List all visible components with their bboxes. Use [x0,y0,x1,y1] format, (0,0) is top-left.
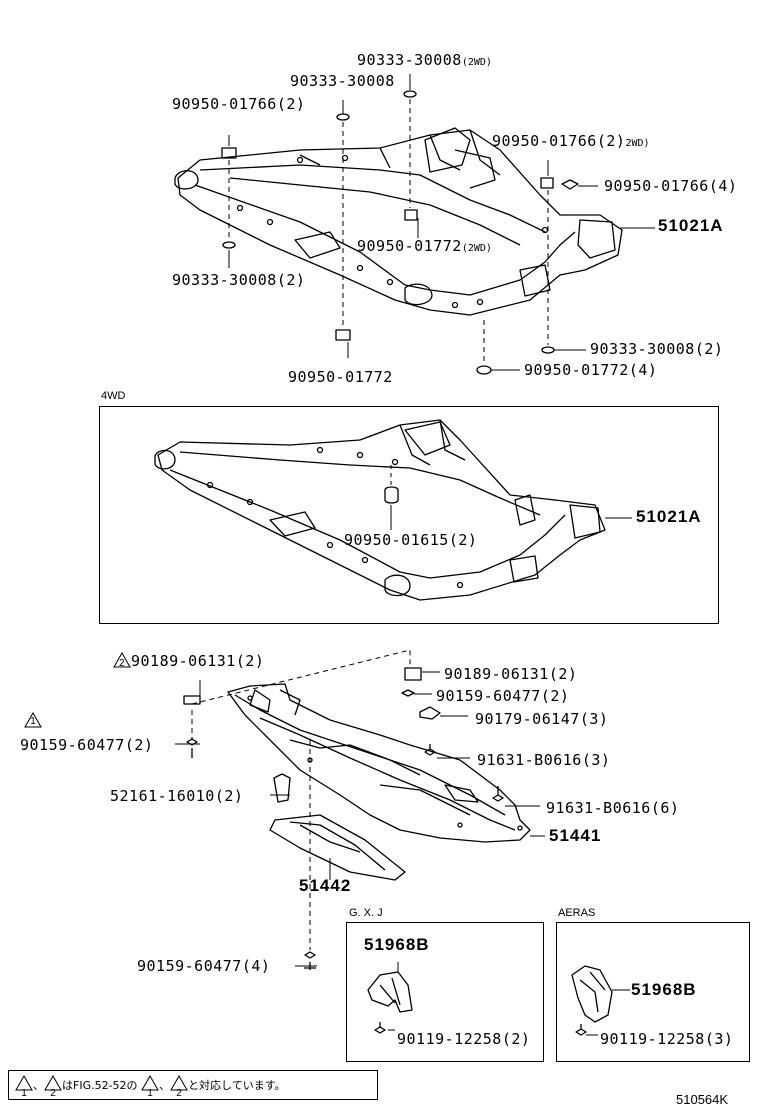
part-label[interactable]: 90159-60477(4) [137,957,271,975]
part-label[interactable]: 90333-30008 [290,72,395,90]
part-label[interactable]: 90159-60477(2) [20,736,154,754]
part-number: 90333-30008 [357,51,462,69]
part-label[interactable]: 51968B [364,935,430,954]
part-label[interactable]: 90950-01766(2)2WD) [492,133,650,152]
part-label[interactable]: 51021A [658,216,724,235]
part-label[interactable]: 90119-12258(3) [600,1030,734,1048]
marker-1-icon: 1 [15,1075,33,1099]
part-label[interactable]: 51441 [549,826,602,845]
undercover-fasteners [175,649,545,970]
part-label[interactable]: 91631-B0616(3) [477,751,611,769]
caption-aeras: AERAS [558,907,596,919]
marker-2-icon: 2 [44,1075,62,1099]
part-label[interactable]: 90950-01772 [288,368,393,386]
part-number: 90950-01766(2) [492,132,626,150]
figure-code: 510564K [676,1092,729,1107]
clip-aeras-drawing [571,965,630,1036]
part-label[interactable]: 90950-01772(2WD) [357,238,492,257]
part-label[interactable]: 90119-12258(2) [397,1030,531,1048]
part-note: 2WD) [625,138,650,149]
box-gxj [346,922,544,1062]
part-label[interactable]: 90333-30008(2WD) [357,52,492,71]
marker-1-icon: 1 [141,1075,159,1099]
part-label[interactable]: 51968B [631,980,697,999]
part-label[interactable]: 90179-06147(3) [475,710,609,728]
crossmember-2wd-fasteners [221,74,655,375]
part-label[interactable]: 51442 [299,876,352,895]
marker-1-icon: 1 [24,712,42,728]
part-label[interactable]: 90950-01766(2) [172,95,306,113]
box-4wd [99,406,719,624]
part-label[interactable]: 90950-01766(4) [604,177,738,195]
marker-2-icon: 2 [170,1075,188,1099]
part-label[interactable]: 90189-06131(2) [444,665,578,683]
part-note: (2WD) [461,243,492,254]
part-label[interactable]: 52161-16010(2) [110,787,244,805]
part-label[interactable]: 51021A [636,507,702,526]
footnote-text: はFIG.52-52の [62,1079,138,1092]
clip-gxj-drawing [367,962,413,1034]
footnote-text: と対応しています。 [188,1079,286,1092]
part-number: 90950-01772 [357,237,462,255]
caption-gxj: G. X. J [349,907,383,919]
part-label[interactable]: 90950-01772(4) [524,361,658,379]
part-label[interactable]: 90333-30008(2) [590,340,724,358]
part-number: 90189-06131(2) [131,652,265,670]
part-label[interactable]: 90159-60477(2) [436,687,570,705]
caption-4wd: 4WD [101,390,126,402]
part-label[interactable]: 90950-01615(2) [344,531,478,549]
box-aeras [556,922,750,1062]
crossmember-2wd-drawing [174,127,623,316]
marker-2-icon: 2 [113,652,131,669]
undercover-drawing [227,683,531,881]
part-label[interactable]: 90333-30008(2) [172,271,306,289]
part-note: (2WD) [461,57,492,68]
crossmember-4wd-drawing [154,419,632,601]
part-label[interactable]: 91631-B0616(6) [546,799,680,817]
